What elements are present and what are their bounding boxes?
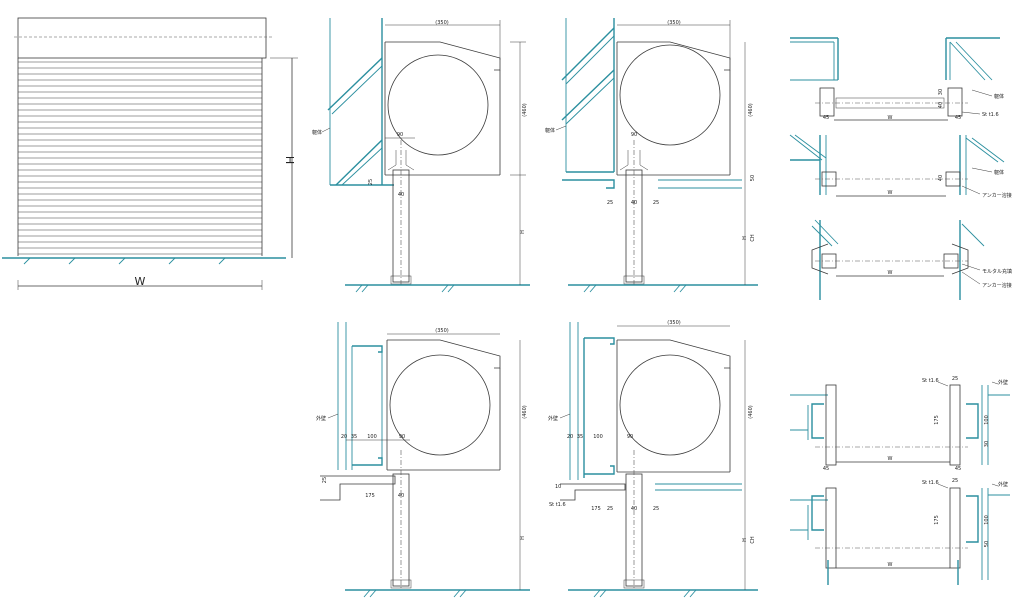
svg-text:90: 90 [627, 434, 633, 440]
svg-text:100: 100 [984, 515, 990, 525]
svg-text:躯体: 躯体 [994, 169, 1004, 176]
svg-text:40: 40 [631, 200, 637, 206]
svg-text:175: 175 [591, 506, 601, 512]
svg-text:アンカー溶接: アンカー溶接 [982, 282, 1012, 289]
svg-text:100: 100 [367, 434, 377, 440]
svg-text:30: 30 [938, 89, 944, 95]
svg-text:90: 90 [399, 434, 405, 440]
svg-text:50: 50 [984, 541, 990, 547]
svg-text:25: 25 [653, 200, 659, 206]
svg-text:(350): (350) [667, 20, 680, 26]
svg-text:CH: CH [750, 234, 756, 241]
svg-text:45: 45 [955, 115, 961, 121]
svg-text:25: 25 [952, 376, 958, 382]
svg-text:W: W [888, 115, 893, 121]
svg-text:外壁: 外壁 [548, 415, 558, 422]
svg-text:外壁: 外壁 [316, 415, 326, 422]
svg-text:H: H [520, 230, 526, 234]
svg-text:(460): (460) [748, 103, 754, 116]
width-dimension: W [17, 275, 263, 290]
svg-text:100: 100 [593, 434, 603, 440]
svg-text:25: 25 [607, 200, 613, 206]
svg-text:40: 40 [938, 175, 944, 181]
section-detail-2: (350) (460) 50 CH H 90 25 40 25 躯体 [545, 18, 758, 293]
svg-text:アンカー溶接: アンカー溶接 [982, 192, 1012, 199]
svg-text:50: 50 [750, 175, 756, 181]
svg-text:25: 25 [653, 506, 659, 512]
svg-text:175: 175 [934, 415, 940, 425]
svg-text:175: 175 [365, 493, 375, 499]
svg-text:45: 45 [955, 466, 961, 472]
svg-text:St t1.6: St t1.6 [922, 480, 939, 486]
svg-text:100: 100 [984, 415, 990, 425]
height-dimension: H [270, 57, 298, 258]
svg-text:躯体: 躯体 [994, 93, 1004, 100]
svg-text:25: 25 [368, 179, 374, 185]
svg-text:90: 90 [397, 132, 403, 138]
plan-detail-4: 45 W 45 25 175 100 30 St t1.6 外壁 [790, 376, 1010, 472]
svg-text:外壁: 外壁 [998, 379, 1008, 386]
svg-text:H: H [520, 536, 526, 540]
svg-text:H: H [742, 236, 748, 240]
section-detail-4: (350) (460) CH H 20 35 100 90 175 40 25 … [548, 320, 758, 598]
svg-text:30: 30 [984, 441, 990, 447]
svg-text:40: 40 [398, 192, 404, 198]
plan-detail-5: W 25 175 100 50 St t1.6 外壁 [790, 478, 1010, 585]
svg-text:W: W [888, 456, 893, 462]
height-label: H [283, 156, 296, 164]
svg-text:25: 25 [607, 506, 613, 512]
svg-text:25: 25 [952, 478, 958, 484]
shutter-slats [18, 61, 262, 255]
svg-text:20: 20 [567, 434, 573, 440]
svg-text:(350): (350) [435, 328, 448, 334]
width-label: W [135, 275, 146, 288]
svg-text:(350): (350) [435, 20, 448, 26]
svg-text:20: 20 [341, 434, 347, 440]
svg-text:35: 35 [351, 434, 357, 440]
svg-text:175: 175 [934, 515, 940, 525]
svg-text:躯体: 躯体 [312, 129, 322, 136]
section-detail-3: (350) (460) H 20 35 100 90 175 40 25 外壁 [316, 322, 530, 598]
plan-detail-2: W 40 躯体 アンカー溶接 [789, 134, 1012, 199]
svg-text:St t1.6: St t1.6 [549, 502, 566, 508]
shutter-elevation: W H [2, 17, 298, 290]
svg-text:CH: CH [750, 536, 756, 543]
svg-text:35: 35 [577, 434, 583, 440]
svg-text:躯体: 躯体 [545, 127, 555, 134]
svg-text:40: 40 [938, 102, 944, 108]
svg-text:45: 45 [823, 466, 829, 472]
plan-detail-3: W モルタル充填 アンカー溶接 [811, 219, 1012, 300]
plan-detail-1: 45 W 45 30 40 躯体 St t1.6 [790, 37, 1004, 121]
ground-hatch [23, 257, 226, 265]
svg-text:St t1.6: St t1.6 [982, 112, 999, 118]
section-detail-1: (350) (460) H 90 25 40 躯体 [312, 18, 530, 293]
svg-text:40: 40 [631, 506, 637, 512]
svg-text:外壁: 外壁 [998, 481, 1008, 488]
svg-text:(460): (460) [522, 405, 528, 418]
svg-text:90: 90 [631, 132, 637, 138]
svg-text:45: 45 [823, 115, 829, 121]
svg-text:40: 40 [398, 493, 404, 499]
svg-text:(460): (460) [748, 405, 754, 418]
svg-text:(350): (350) [667, 320, 680, 326]
svg-text:W: W [888, 562, 893, 568]
svg-text:(460): (460) [522, 103, 528, 116]
svg-text:モルタル充填: モルタル充填 [982, 268, 1012, 275]
svg-text:St t1.6: St t1.6 [922, 378, 939, 384]
svg-text:W: W [888, 190, 893, 196]
svg-text:H: H [742, 538, 748, 542]
svg-text:25: 25 [322, 477, 328, 483]
svg-text:W: W [888, 270, 893, 276]
svg-text:10: 10 [555, 484, 561, 490]
